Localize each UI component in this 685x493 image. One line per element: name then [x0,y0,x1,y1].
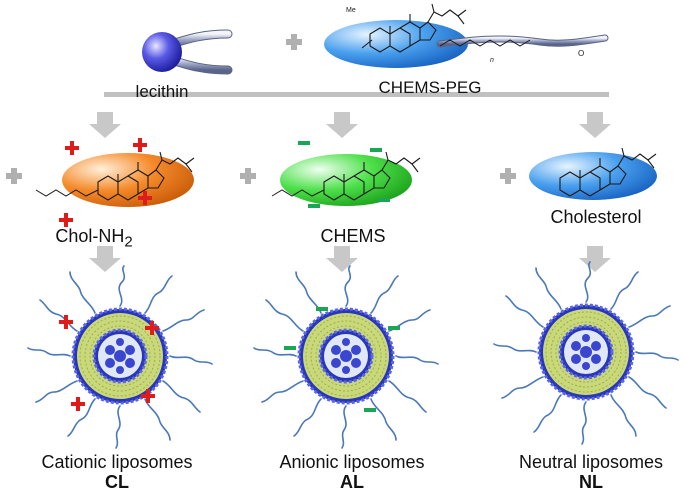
positive-charge-icon [65,141,79,155]
methoxy-label: O [578,49,584,58]
lecithin-label: lecithin [135,82,189,101]
negative-charge-icon [388,326,400,330]
chol-nh2-label: Chol-NH2 [55,226,132,251]
plus-icon [500,168,516,184]
chol-nh2-subscript: 2 [124,233,133,251]
al-abbreviation: AL [340,472,364,492]
negative-charge-icon [364,408,376,412]
negative-charge-icon [298,141,310,145]
nl-abbreviation: NL [579,472,603,492]
down-arrow-icon [579,112,611,138]
cholesterol-label: Cholesterol [550,207,642,227]
negative-charge-icon [284,346,296,350]
lecithin-molecule [142,29,233,75]
down-arrow-icon [89,112,121,138]
neutral-liposomes-label: Neutral liposomes [518,452,664,472]
merge-bar [104,92,609,97]
cl-abbreviation: CL [105,472,129,492]
negative-charge-icon [378,198,390,202]
positive-charge-icon [133,138,147,152]
neutral-liposome [492,260,680,446]
chems-peg-label: CHEMS-PEG [378,78,482,97]
methyl-label: Me [346,7,356,14]
down-arrow-icon [326,246,358,272]
anionic-liposome [252,264,440,450]
negative-charge-icon [316,307,328,311]
plus-icon [286,34,302,50]
chems-molecule [271,141,421,208]
chol-nh2-name: Chol-NH [55,226,125,246]
negative-charge-icon [308,204,320,208]
chems-peg-molecule: n O Me [324,3,609,68]
chems-label: CHEMS [320,226,386,246]
anionic-liposomes-label: Anionic liposomes [279,452,425,472]
negative-charge-icon [370,148,382,152]
peg-repeat-label: n [490,57,494,64]
cationic-liposome [26,264,214,450]
cationic-liposomes-label: Cationic liposomes [41,452,193,472]
positive-charge-icon [71,397,85,411]
down-arrow-icon [326,112,358,138]
plus-icon [240,168,256,184]
chol-nh2-molecule [35,138,195,227]
cholesterol-molecule [529,147,657,200]
positive-charge-icon [59,213,73,227]
plus-icon [6,168,22,184]
down-arrow-icon [579,246,611,272]
